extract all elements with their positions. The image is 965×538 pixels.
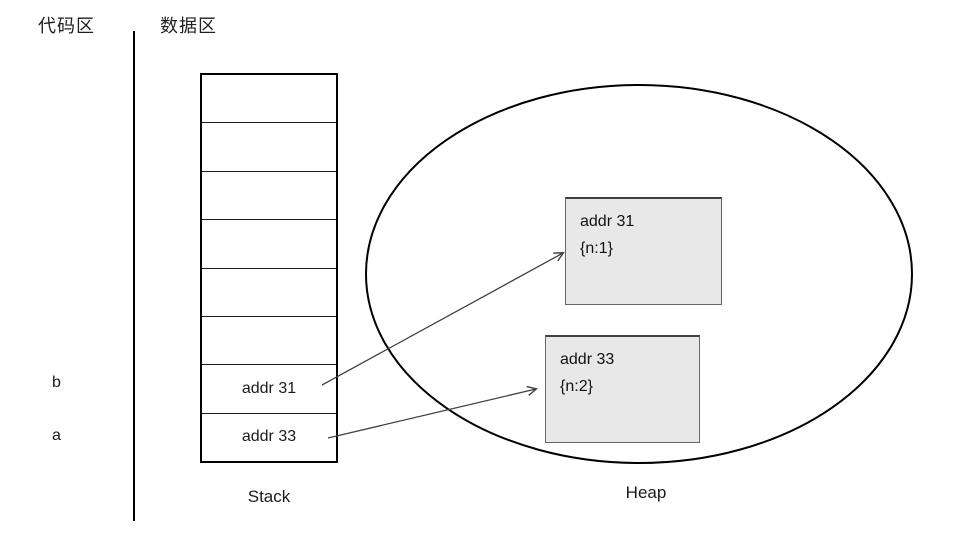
stack-cell [202, 122, 336, 170]
stack-cell [202, 267, 336, 316]
variable-label-b: b [52, 374, 61, 391]
heap-object-address: addr 31 [580, 213, 635, 230]
code-area-label: 代码区 [38, 16, 95, 36]
heap-object-address: addr 33 [560, 351, 615, 368]
heap-object-value: {n:1} [580, 240, 613, 257]
heap-object-addr31: addr 31 {n:1} [565, 197, 722, 305]
stack-cell [202, 315, 336, 364]
stack-cell [202, 75, 336, 122]
pointer-arrow-b-to-addr31 [321, 252, 565, 386]
stack-caption: Stack [247, 487, 291, 506]
variable-label-a: a [52, 427, 61, 444]
data-area-label: 数据区 [160, 16, 217, 36]
stack-cell [202, 219, 336, 267]
stack-cell-addr33: addr 33 [202, 412, 336, 461]
heap-caption: Heap [625, 483, 667, 502]
stack-box: addr 31 addr 33 [200, 73, 338, 463]
region-divider-line [133, 31, 135, 521]
stack-cell-addr31: addr 31 [202, 364, 336, 412]
stack-cell [202, 170, 336, 219]
heap-object-addr33: addr 33 {n:2} [545, 335, 700, 443]
pointer-arrow-a-to-addr33 [327, 385, 539, 439]
heap-object-value: {n:2} [560, 378, 593, 395]
